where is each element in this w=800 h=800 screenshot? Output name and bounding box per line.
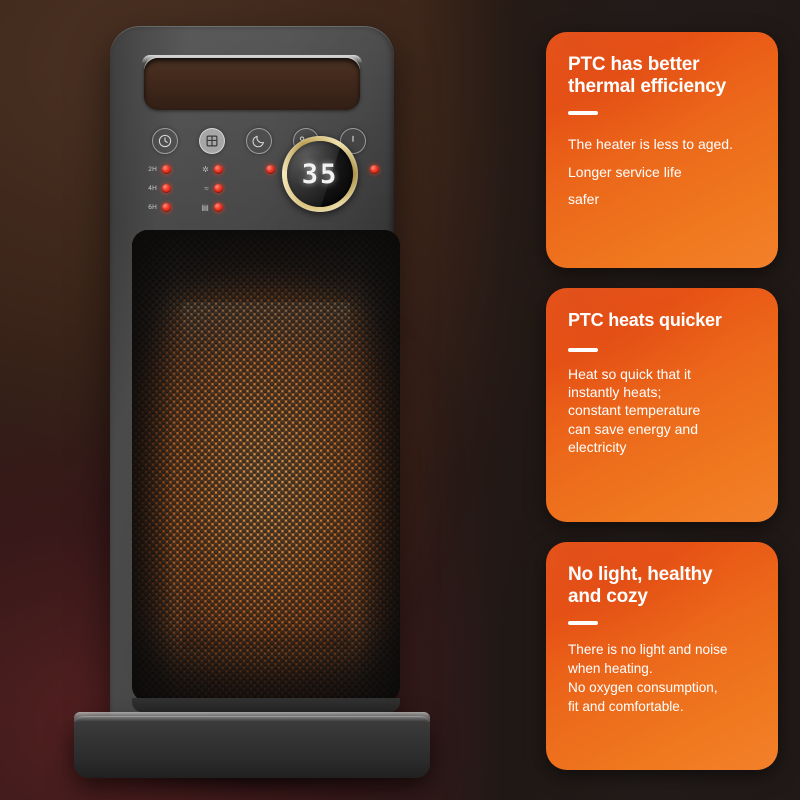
body-lower-lip — [132, 698, 400, 712]
led-mode-sleep — [266, 165, 275, 174]
level-group-low: ▤ — [194, 203, 223, 212]
led-spacer-c — [350, 165, 379, 174]
led-spacer-a — [246, 165, 275, 174]
feature-card-no-light-cozy[interactable]: No light, healthy and cozy There is no l… — [546, 542, 778, 770]
timer-label-6h: 6H — [148, 204, 157, 211]
heater-grille — [132, 230, 400, 702]
control-panel[interactable]: C 2H ✲ — [128, 124, 379, 220]
led-level-low — [214, 203, 223, 212]
timer-icon[interactable] — [152, 128, 178, 154]
card-body: The heater is less to aged. Longer servi… — [568, 136, 733, 208]
led-timer-6h — [162, 203, 171, 212]
led-timer-4h — [162, 184, 171, 193]
feature-card-ptc-efficiency[interactable]: PTC has better thermal efficiency The he… — [546, 32, 778, 268]
timer-label-4h: 4H — [148, 185, 157, 192]
sleep-mode-icon[interactable] — [246, 128, 272, 154]
level-glyph-mid: ≈ — [204, 184, 209, 193]
card-divider — [568, 621, 598, 626]
timer-label-2h: 2H — [148, 166, 157, 173]
display-value: 35 — [301, 158, 339, 190]
level-glyph-high: ✲ — [202, 165, 209, 174]
level-glyph-low: ▤ — [201, 203, 209, 212]
level-group-mid: ≈ — [194, 184, 223, 193]
card-divider — [568, 348, 598, 353]
led-timer-2h — [162, 165, 171, 174]
led-level-mid — [214, 184, 223, 193]
carry-handle[interactable] — [144, 58, 360, 110]
grille-vignette — [132, 230, 400, 702]
heater-base — [74, 716, 430, 778]
led-power-on — [370, 165, 379, 174]
card-title: PTC has better thermal efficiency — [568, 54, 726, 98]
indicator-row: 4H ≈ — [142, 179, 379, 198]
temperature-display: 35 — [282, 136, 358, 212]
level-group-high: ✲ — [194, 165, 223, 174]
led-level-high — [214, 165, 223, 174]
feature-card-list: PTC has better thermal efficiency The he… — [546, 32, 778, 770]
feature-card-ptc-speed[interactable]: PTC heats quicker Heat so quick that it … — [546, 288, 778, 522]
card-body: Heat so quick that it instantly heats; c… — [568, 366, 701, 455]
mode-icon[interactable] — [199, 128, 225, 154]
display-screen: 35 — [287, 141, 353, 207]
indicator-row: 6H ▤ — [142, 198, 379, 217]
product-heater: C 2H ✲ — [44, 26, 460, 792]
card-title: PTC heats quicker — [568, 310, 722, 330]
card-divider — [568, 111, 598, 116]
card-body: There is no light and noise when heating… — [568, 642, 728, 714]
card-title: No light, healthy and cozy — [568, 564, 713, 608]
heater-body: C 2H ✲ — [110, 26, 400, 732]
